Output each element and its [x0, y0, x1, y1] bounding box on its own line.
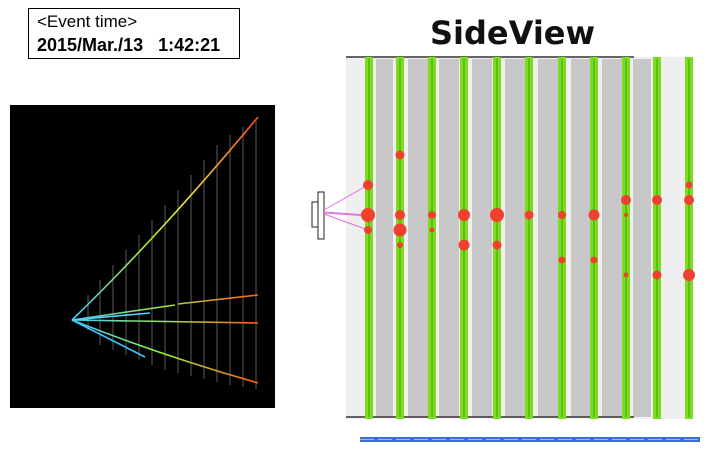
detector-bar-cores: [368, 59, 690, 417]
track-1: [71, 116, 259, 321]
event-time-label: <Event time>: [37, 12, 138, 31]
event-time-value: 2015/Mar./13 1:42:21: [37, 35, 221, 55]
track-3: [71, 319, 259, 324]
track-2: [71, 294, 259, 321]
track-4: [71, 319, 259, 384]
event-time-box: <Event time> 2015/Mar./13 1:42:21: [28, 8, 240, 59]
detector-hits: [361, 150, 695, 281]
side-view-title: SideView: [430, 14, 596, 52]
track-display: [10, 105, 275, 408]
particle-tracks: [71, 116, 259, 384]
track-gridlines: [87, 120, 257, 389]
source-links: [323, 184, 369, 231]
side-view-panel: [311, 56, 700, 442]
gap-panels: [376, 59, 651, 417]
track-5: [71, 319, 146, 358]
track-6: [71, 312, 151, 321]
event-source-icon: [311, 191, 325, 240]
